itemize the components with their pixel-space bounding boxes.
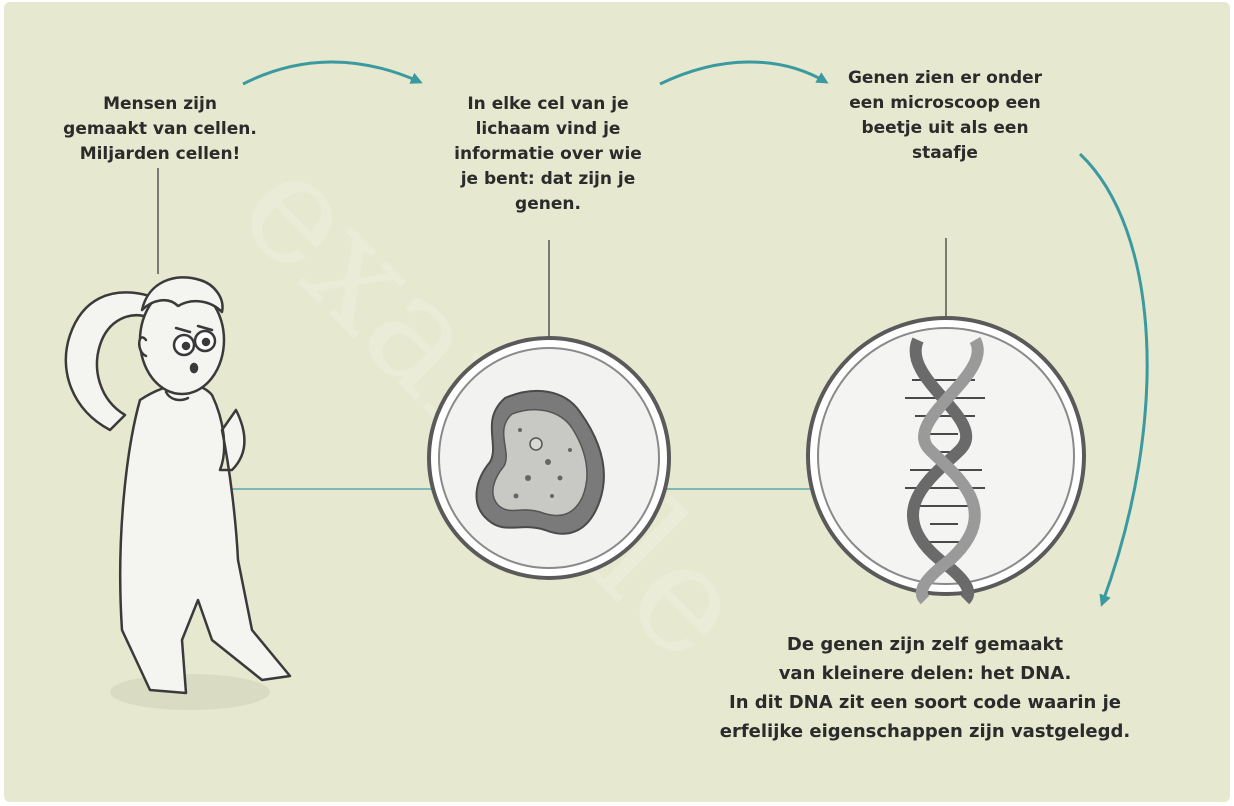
caption-line: informatie over wie [410, 142, 686, 167]
caption-line: In dit DNA zit een soort code waarin je [660, 688, 1190, 717]
cell-magnifier [429, 338, 669, 578]
caption-line: beetje uit als een [800, 116, 1090, 141]
caption-line: van kleinere delen: het DNA. [660, 659, 1190, 688]
caption-line: erfelijke eigenschappen zijn vastgelegd. [660, 717, 1190, 746]
caption-cell: In elke cel van je lichaam vind je infor… [410, 92, 686, 217]
caption-genes: Genen zien er onder een microscoop een b… [800, 66, 1090, 166]
person-illustration [66, 277, 290, 710]
caption-line: Miljarden cellen! [40, 142, 280, 167]
caption-line: De genen zijn zelf gemaakt [660, 630, 1190, 659]
caption-line: Mensen zijn [40, 92, 280, 117]
caption-line: gemaakt van cellen. [40, 117, 280, 142]
caption-humans: Mensen zijn gemaakt van cellen. Miljarde… [40, 92, 280, 167]
caption-line: lichaam vind je [410, 117, 686, 142]
caption-line: In elke cel van je [410, 92, 686, 117]
caption-line: een microscoop een [800, 91, 1090, 116]
caption-line: genen. [410, 192, 686, 217]
arrow-genes-to-dna [1080, 154, 1147, 604]
caption-line: je bent: dat zijn je [410, 167, 686, 192]
caption-line: Genen zien er onder [800, 66, 1090, 91]
dna-magnifier [808, 318, 1084, 600]
caption-dna: De genen zijn zelf gemaakt van kleinere … [660, 630, 1190, 746]
arrow-humans-to-cell [243, 62, 420, 84]
caption-line: staafje [800, 141, 1090, 166]
